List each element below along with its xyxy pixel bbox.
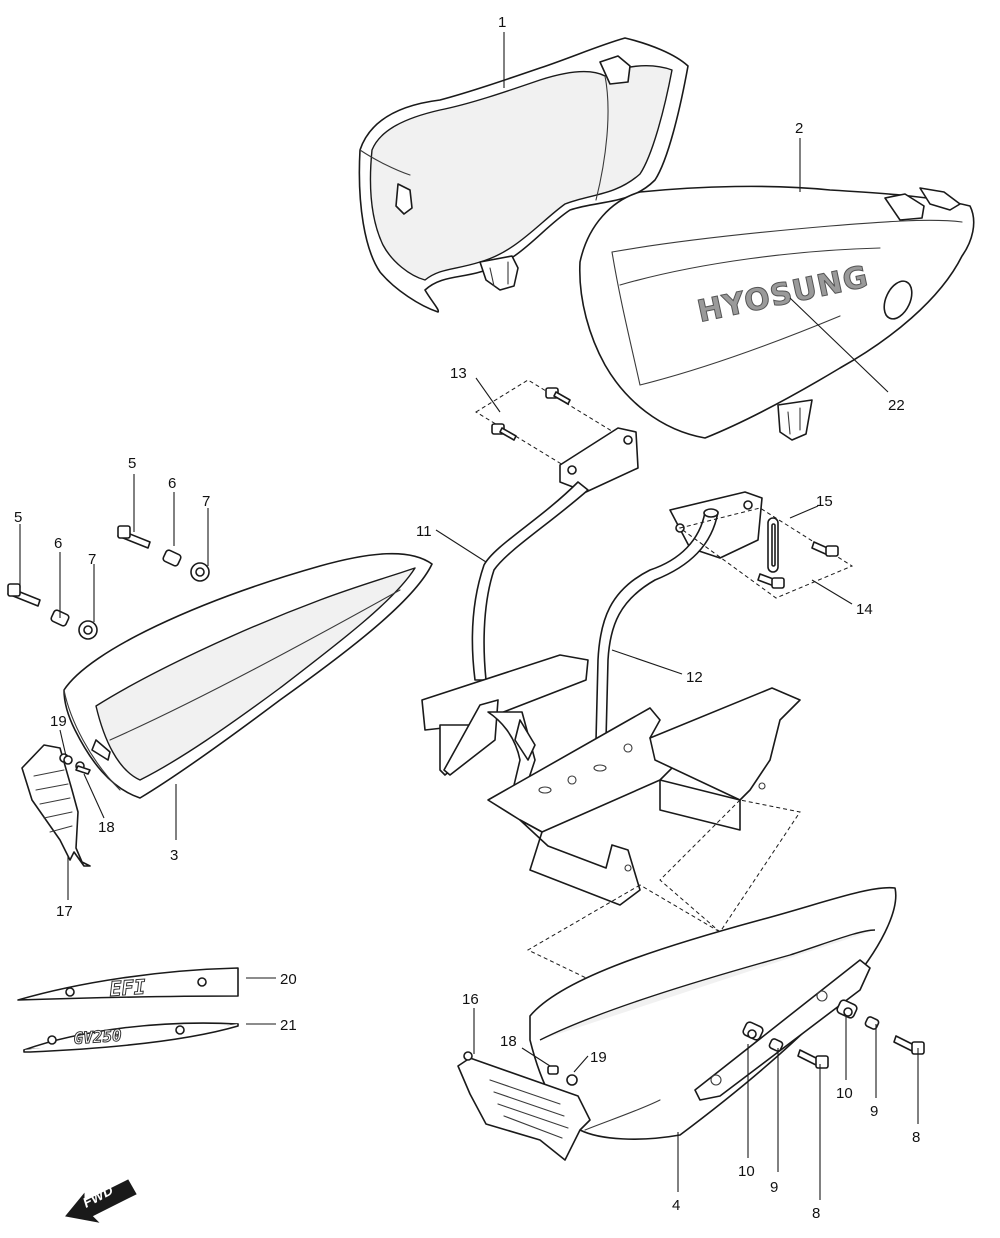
part-20-efi-plate: EFI [17, 967, 239, 1001]
callout-17: 17 [56, 903, 73, 920]
callout-2: 2 [795, 120, 803, 137]
callout-7-a: 7 [202, 493, 210, 510]
callout-6-a: 6 [168, 475, 176, 492]
part-1-side-cover-left [358, 37, 689, 313]
callout-15: 15 [816, 493, 833, 510]
fwd-direction-arrow: FWD [65, 1179, 137, 1223]
part-17-grille-left [21, 744, 91, 867]
callout-20: 20 [280, 971, 297, 988]
callout-18-b: 18 [500, 1033, 517, 1050]
part-3-tank-cover-left [7, 525, 433, 799]
gv250-plate-text: GV250 [73, 1026, 122, 1048]
part-2-side-cover-right: HYOSUNG [578, 185, 975, 441]
callout-22: 22 [888, 397, 905, 414]
callout-5-b: 5 [14, 509, 22, 526]
part-18-19-fasteners-left [63, 755, 91, 775]
callout-16: 16 [462, 991, 479, 1008]
leader-lines [19, 32, 919, 1200]
callout-9-a: 9 [870, 1103, 878, 1120]
callout-9-b: 9 [770, 1179, 778, 1196]
callout-21: 21 [280, 1017, 297, 1034]
callout-7-b: 7 [88, 551, 96, 568]
part-4-tank-cover-right [529, 886, 925, 1140]
callout-18-a: 18 [98, 819, 115, 836]
callout-4: 4 [672, 1197, 680, 1214]
part-21-gv250-plate: GV250 [23, 1022, 239, 1053]
callout-6-b: 6 [54, 535, 62, 552]
part-16-grille-right [457, 1051, 591, 1161]
callout-10-a: 10 [836, 1085, 853, 1102]
callout-1: 1 [498, 14, 506, 31]
callout-8-b: 8 [812, 1205, 820, 1222]
callout-numbers: 1 2 3 4 5 5 6 6 7 7 8 8 9 9 10 10 11 12 … [14, 14, 920, 1222]
callout-19-b: 19 [590, 1049, 607, 1066]
efi-plate-text: EFI [109, 975, 147, 1001]
callout-10-b: 10 [738, 1163, 755, 1180]
callout-3: 3 [170, 847, 178, 864]
callout-8-a: 8 [912, 1129, 920, 1146]
part-11-12-frame-bracket [421, 427, 801, 1001]
callout-11: 11 [416, 523, 432, 540]
part-14-15-bolts [678, 507, 854, 599]
callout-14: 14 [856, 601, 873, 618]
callout-5-a: 5 [128, 455, 136, 472]
callout-19-a: 19 [50, 713, 67, 730]
callout-13: 13 [450, 365, 467, 382]
callout-12: 12 [686, 669, 703, 686]
